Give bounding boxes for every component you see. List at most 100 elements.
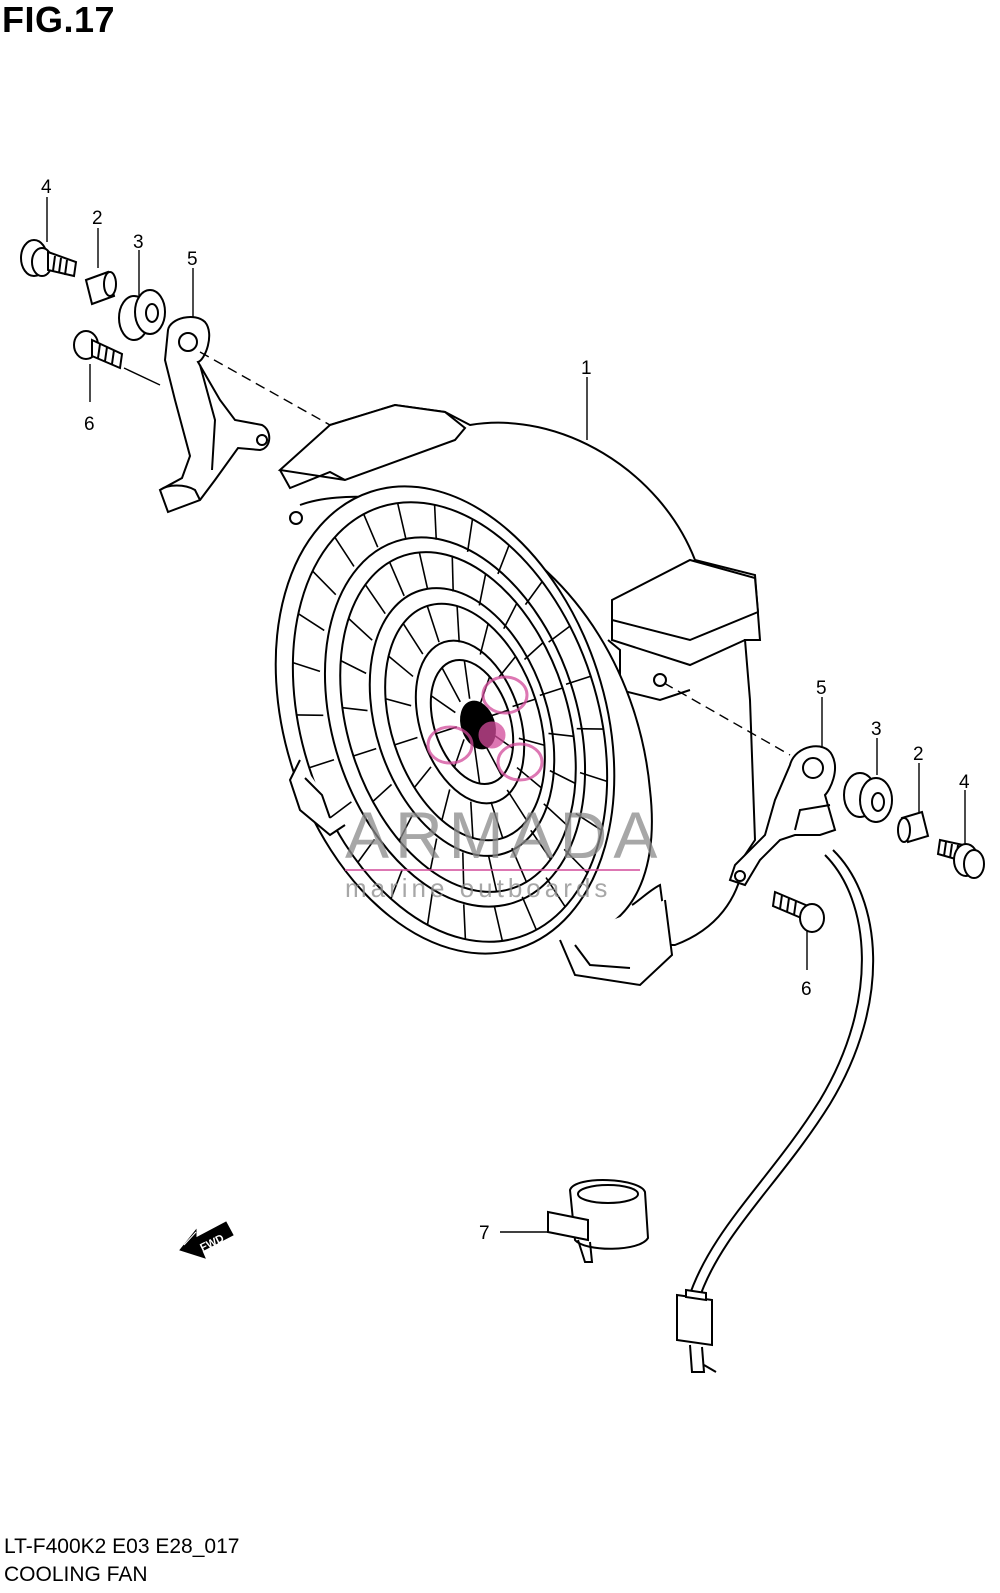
bracket-5-left[interactable] <box>158 315 271 514</box>
grille-rib <box>579 771 608 783</box>
grille-rib <box>530 829 552 860</box>
grille-rib <box>548 625 571 643</box>
grille-rib <box>433 504 438 540</box>
grille-rib <box>497 544 510 575</box>
grille-rib <box>511 847 528 883</box>
grille-rib <box>441 789 451 821</box>
grille-rib <box>308 758 335 769</box>
leader-lines <box>46 197 966 1233</box>
grille-rib <box>353 747 377 757</box>
grille-rib <box>357 838 376 863</box>
watermark-tagline: marine outboards <box>345 873 611 903</box>
grille-rib <box>456 606 461 643</box>
callout-3-right: 3 <box>871 719 882 740</box>
grille-rib <box>362 513 379 548</box>
callout-5-left: 5 <box>187 249 198 270</box>
grille-rib <box>469 801 474 838</box>
figure-title: FIG.17 <box>2 0 116 40</box>
bracket-5-right[interactable] <box>728 745 837 887</box>
grille-rib <box>506 789 528 821</box>
grille-rib <box>451 556 454 592</box>
grille-rib <box>479 623 489 655</box>
grille-rib <box>548 732 574 738</box>
wire-connector[interactable] <box>676 1288 717 1373</box>
grille-rib <box>521 896 538 931</box>
grille-rib <box>430 695 456 714</box>
grille-rib <box>342 706 368 712</box>
grille-rib <box>490 801 504 839</box>
fan-wire-harness[interactable] <box>687 849 875 1303</box>
grille-rib <box>441 667 461 703</box>
callout-1: 1 <box>581 358 592 379</box>
grommet-3-left[interactable] <box>118 289 166 341</box>
grille-rib <box>539 687 563 697</box>
callout-4-left: 4 <box>41 177 52 198</box>
grille-rib <box>503 603 518 630</box>
grille-rib <box>429 838 438 871</box>
grille-rib <box>388 561 405 597</box>
grille-rib <box>549 769 576 785</box>
grille-rib <box>493 905 504 942</box>
wire-clamp-7[interactable] <box>547 1179 650 1263</box>
grille-rib <box>297 613 325 632</box>
grille-rib <box>563 848 589 874</box>
forward-direction-arrow: FWD <box>179 1221 234 1259</box>
grille-rib <box>396 502 407 539</box>
grille-rib <box>292 661 321 673</box>
collar-2-left[interactable] <box>84 270 117 306</box>
grille-rib <box>426 892 434 925</box>
grille-rib <box>478 573 487 606</box>
callout-3-left: 3 <box>133 232 144 253</box>
grille-rib <box>543 803 568 827</box>
bolt-6-right[interactable] <box>771 890 825 933</box>
grille-rib <box>523 641 544 661</box>
grille-rib <box>473 745 481 784</box>
grille-rib <box>340 659 367 675</box>
callout-6-right: 6 <box>801 979 812 1000</box>
grille-rib <box>394 736 418 746</box>
grille-rib <box>466 519 474 552</box>
grille-rib <box>487 855 498 892</box>
grille-rib <box>364 584 386 615</box>
grille-rib <box>311 570 337 596</box>
bolt-4-left[interactable] <box>20 239 78 278</box>
cooling-fan-assembly[interactable] <box>219 403 762 998</box>
grille-rib <box>486 709 509 718</box>
grille-rib <box>348 617 373 641</box>
callout-4-right: 4 <box>959 772 970 793</box>
callout-7: 7 <box>479 1223 490 1244</box>
bolt-4-right[interactable] <box>936 838 985 879</box>
grille-rib <box>518 737 545 747</box>
callout-2-right: 2 <box>913 744 924 765</box>
grille-rib <box>524 581 543 606</box>
grille-rib <box>426 605 440 643</box>
watermark-propeller-icon <box>426 675 544 782</box>
grille-rib <box>390 869 403 900</box>
grille-rib <box>462 904 467 940</box>
grille-rib <box>413 766 432 789</box>
collar-2-right[interactable] <box>897 810 930 844</box>
watermark: ARMADA marine outboards <box>345 675 657 903</box>
callout-labels: 4 2 3 5 6 1 5 3 2 4 6 7 <box>41 177 970 1244</box>
callout-2-left: 2 <box>92 208 103 229</box>
part-name: COOLING FAN <box>4 1563 148 1586</box>
callout-6-left: 6 <box>84 414 95 435</box>
grille-rib <box>372 783 393 803</box>
grille-rib <box>334 536 355 567</box>
grille-rib <box>545 877 566 908</box>
grille-rib <box>398 814 413 841</box>
grille-rib <box>575 812 603 831</box>
grille-rib <box>385 697 412 707</box>
grommet-3-right[interactable] <box>843 772 893 823</box>
callout-5-right: 5 <box>816 678 827 699</box>
grille-rib <box>402 623 424 655</box>
grille-rib <box>388 655 414 678</box>
model-code: LT-F400K2 E03 E28_017 <box>4 1535 240 1558</box>
grille-rib <box>498 655 517 678</box>
grille-rib <box>565 675 592 686</box>
grille-rib <box>329 801 352 819</box>
bolt-6-left[interactable] <box>73 330 124 370</box>
grille-rib <box>418 552 429 589</box>
